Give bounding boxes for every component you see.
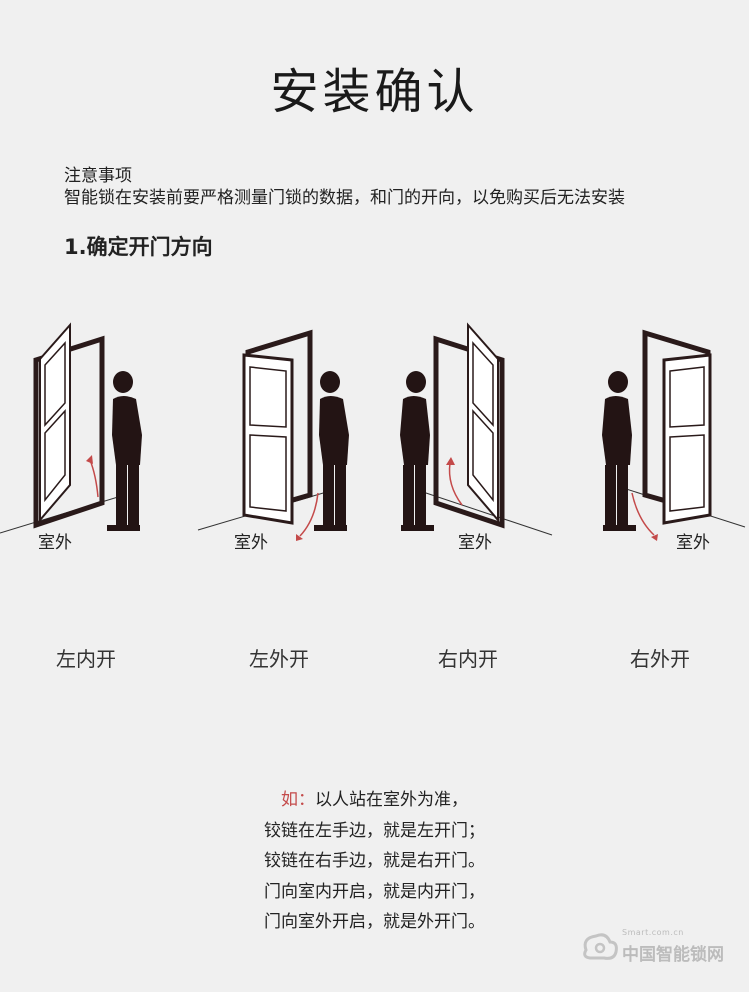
page-title: 安装确认 <box>270 64 479 120</box>
diagram-left-outward: 室外 <box>197 329 349 553</box>
rule-text: 以人站在室外为准， <box>315 790 468 810</box>
opening-arrow <box>299 492 319 537</box>
door-direction-illustration: 室外 室外 <box>0 315 749 565</box>
notice-heading: 注意事项 <box>64 166 132 186</box>
floor-line <box>419 490 553 536</box>
rule-line-3: 铰链在右手边，就是右开门。 <box>264 851 485 871</box>
arrow-head <box>446 457 455 465</box>
opening-arrow <box>448 462 463 506</box>
rule-line-4: 门向室内开启，就是内开门， <box>264 881 485 902</box>
watermark-text: 中国智能锁网 <box>622 945 724 965</box>
door-leaf <box>662 353 712 525</box>
opening-arrow <box>89 459 99 498</box>
section-title: 1.确定开门方向 <box>64 235 213 259</box>
door-leaf <box>242 353 294 525</box>
watermark-url: Smart.com.cn <box>622 928 684 937</box>
person-figure <box>400 371 434 531</box>
rule-prefix: 如： <box>281 790 315 810</box>
door-panel-upper <box>44 341 66 427</box>
rules-block: 如：以人站在室外为准， 铰链在左手边，就是左开门； 铰链在右手边，就是右开门。 … <box>0 785 749 938</box>
person-figure <box>107 371 142 531</box>
rule-line-2: 铰链在左手边，就是左开门； <box>264 820 485 841</box>
rule-line-1: 如：以人站在室外为准， <box>0 785 749 816</box>
outdoor-label: 室外 <box>676 533 710 553</box>
door-diagrams-svg: 室外 室外 <box>0 322 746 553</box>
door-panel-lower <box>669 434 705 512</box>
diagram-right-outward: 室外 <box>602 329 746 553</box>
door-panel-upper <box>249 366 287 428</box>
opening-arrow <box>631 492 655 536</box>
arrow-head <box>296 534 303 541</box>
outdoor-label: 室外 <box>458 533 492 553</box>
notice-body: 智能锁在安装前要严格测量门锁的数据，和门的开向，以免购买后无法安装 <box>64 188 625 208</box>
arrow-head <box>86 455 93 464</box>
watermark: Smart.com.cn 中国智能锁网 <box>580 928 740 968</box>
door-panel-lower <box>249 434 287 512</box>
person-figure <box>602 371 636 531</box>
outdoor-label: 室外 <box>234 533 268 553</box>
door-panel-upper <box>472 341 494 427</box>
caption-left-outward: 左外开 <box>249 647 309 671</box>
caption-right-inward: 右内开 <box>438 647 498 671</box>
watermark-logo-icon <box>583 933 618 960</box>
door-frame <box>33 335 105 529</box>
person-figure <box>314 371 349 531</box>
diagram-right-inward: 室外 <box>400 322 553 553</box>
diagram-left-inward: 室外 <box>0 322 142 553</box>
door-panel-lower <box>472 409 494 503</box>
rule-line-5: 门向室外开启，就是外开门。 <box>264 912 485 932</box>
caption-right-outward: 右外开 <box>630 647 690 671</box>
door-panel-upper <box>669 366 705 428</box>
door-panel-lower <box>44 409 66 503</box>
caption-left-inward: 左内开 <box>56 647 116 671</box>
outdoor-label: 室外 <box>38 533 72 553</box>
arrow-head <box>651 534 658 541</box>
